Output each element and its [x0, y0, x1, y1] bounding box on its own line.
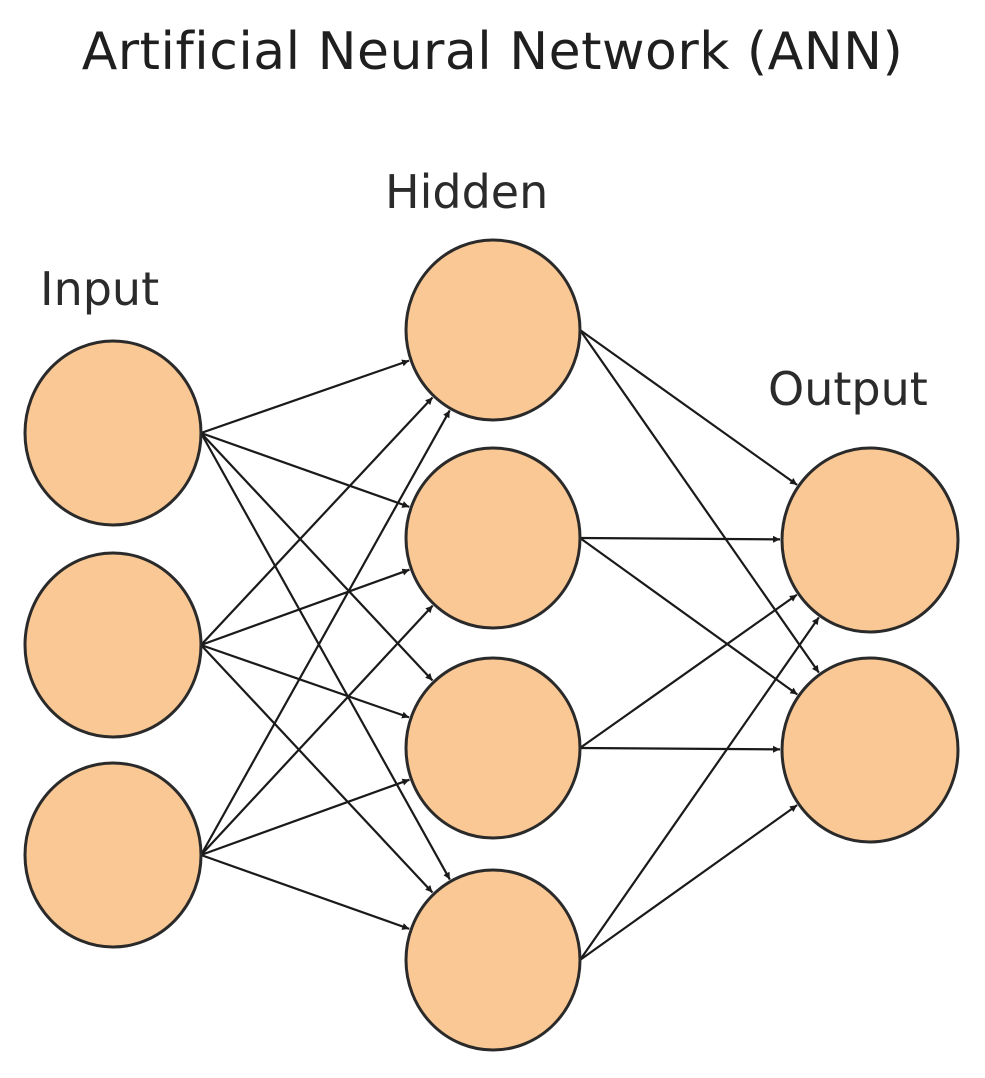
connections: [200, 329, 820, 961]
edge-hidden-1-to-output-1: [579, 329, 798, 486]
input-layer-label: Input: [40, 262, 160, 316]
output-layer-label: Output: [768, 362, 928, 416]
input-node-3: [23, 761, 203, 949]
edge-input-2-to-hidden-1: [200, 396, 434, 646]
output-node-2: [780, 656, 960, 844]
edge-input-3-to-hidden-1: [200, 409, 451, 856]
input-node-2: [23, 551, 203, 739]
edge-input-1-to-hidden-2: [200, 431, 410, 508]
edge-hidden-3-to-output-2: [579, 745, 781, 753]
diagram-title: Artificial Neural Network (ANN): [81, 22, 904, 82]
edge-hidden-3-to-output-1: [579, 593, 798, 749]
hidden-node-4: [404, 868, 582, 1052]
hidden-node-2: [404, 446, 582, 630]
edge-input-1-to-hidden-3: [200, 432, 434, 682]
output-node-1: [780, 446, 960, 634]
edge-input-2-to-hidden-4: [200, 644, 434, 894]
edge-input-1-to-hidden-4: [200, 432, 451, 881]
hidden-layer-label: Hidden: [385, 165, 549, 219]
edge-hidden-2-to-output-2: [579, 537, 798, 696]
edge-input-2-to-hidden-2: [200, 568, 410, 647]
edge-hidden-4-to-output-1: [579, 616, 820, 961]
edge-hidden-1-to-output-2: [579, 329, 820, 674]
edge-hidden-2-to-output-1: [579, 535, 781, 543]
edge-input-3-to-hidden-4: [200, 853, 410, 930]
edge-input-1-to-hidden-1: [200, 359, 410, 435]
neurons: [23, 238, 960, 1052]
edge-input-3-to-hidden-2: [200, 604, 434, 856]
hidden-node-3: [404, 656, 582, 840]
edge-input-3-to-hidden-3: [200, 778, 410, 857]
edge-hidden-4-to-output-2: [579, 804, 798, 961]
edge-input-2-to-hidden-3: [200, 643, 410, 719]
input-node-1: [23, 339, 203, 527]
hidden-node-1: [404, 238, 582, 422]
